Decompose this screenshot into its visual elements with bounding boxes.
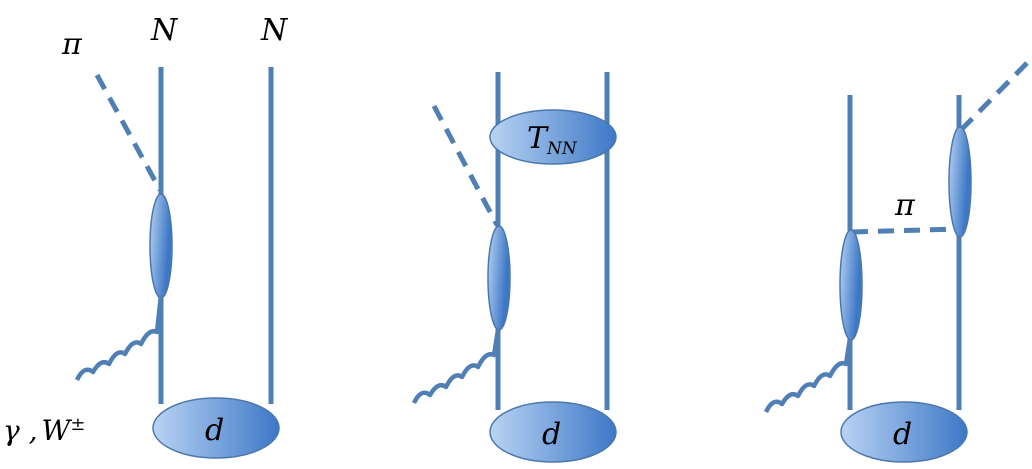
photon-w-line [411, 329, 501, 405]
diagram-1: d π N N γ ,W± [3, 13, 289, 459]
deuteron-label: d [542, 417, 561, 452]
pion-exchange-line [851, 226, 959, 235]
vertex-blob-lower [839, 229, 863, 341]
pion-label: π [894, 188, 916, 223]
nn-scattering-blob [489, 109, 617, 165]
deuteron-label: d [205, 413, 224, 448]
vertex-blob [149, 193, 173, 299]
probe-label: γ ,W± [3, 414, 85, 447]
nucleon-label-2: N [260, 13, 289, 48]
deuteron-blob [152, 397, 280, 459]
deuteron-blob [840, 401, 968, 463]
photon-w-line [763, 337, 853, 414]
nucleon-label-1: N [150, 13, 179, 48]
deuteron-label: d [893, 417, 912, 452]
nn-scattering-label: TNN [527, 121, 578, 159]
pion-line [431, 104, 500, 227]
vertex-blob [487, 225, 511, 331]
pion-line [959, 60, 1030, 132]
photon-w-line [74, 294, 164, 382]
diagram-3: π d [763, 60, 1030, 463]
pion-label: π [61, 27, 83, 62]
diagram-2: TNN d [411, 72, 617, 463]
deuteron-blob [489, 401, 617, 463]
pion-line [94, 73, 163, 192]
vertex-blob-upper [948, 126, 972, 238]
